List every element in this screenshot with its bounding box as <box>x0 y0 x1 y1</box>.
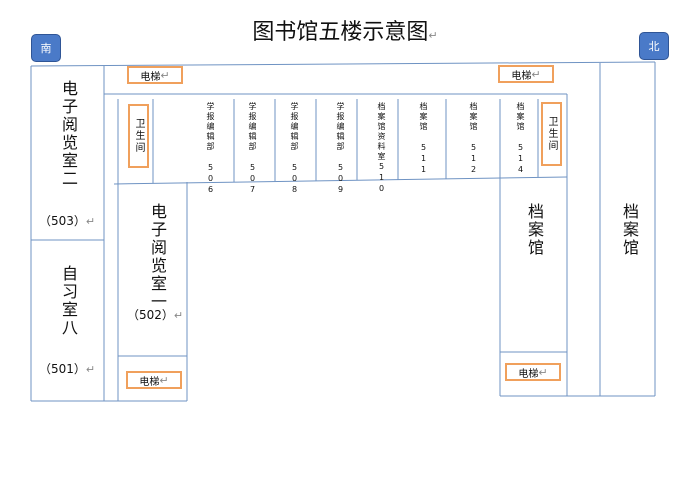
room-number-503: （503）↵ <box>39 214 96 228</box>
room-archive-a: 档案馆 <box>525 203 544 257</box>
elevator-bottom-left: 电梯↵ <box>126 371 182 389</box>
room-number-502: （502）↵ <box>127 308 184 322</box>
corridor-room: 档案馆 514 <box>516 102 525 176</box>
elevator-bottom-right: 电梯↵ <box>505 363 561 381</box>
elevator-label: 电梯 <box>518 368 539 380</box>
room-study-8: 自习室八 <box>59 265 78 337</box>
elevator-label: 电梯 <box>140 71 161 83</box>
south-label: 南 <box>40 42 52 55</box>
elevator-top-left: 电梯↵ <box>127 66 183 84</box>
north-label: 北 <box>648 40 660 53</box>
corridor-room: 学报编辑部 506 <box>206 102 215 196</box>
north-badge: 北 <box>639 32 669 60</box>
restroom-right: 卫生间 <box>541 102 562 166</box>
elevator-label: 电梯 <box>139 376 160 388</box>
corridor-room: 学报编辑部 509 <box>336 102 345 196</box>
elevator-top-right: 电梯↵ <box>498 65 554 83</box>
corridor-room: 学报编辑部 507 <box>248 102 257 196</box>
page-title: 图书馆五楼示意图↵ <box>0 14 690 46</box>
restroom-label: 卫生间 <box>133 118 144 154</box>
room-e-reading-1: 电子阅览室一 <box>148 203 167 311</box>
restroom-left: 卫生间 <box>128 104 149 168</box>
title-text: 图书馆五楼示意图 <box>252 20 429 45</box>
room-e-reading-2: 电子阅览室二 <box>59 80 78 188</box>
corridor-room: 档案馆 512 <box>469 102 478 176</box>
room-number-501: （501）↵ <box>39 362 96 376</box>
corridor-room: 档案馆 511 <box>419 102 428 176</box>
restroom-label: 卫生间 <box>546 116 557 152</box>
return-mark: ↵ <box>428 29 438 42</box>
corridor-room: 档案馆资料室510 <box>377 102 386 195</box>
corridor-room: 学报编辑部 508 <box>290 102 299 196</box>
elevator-label: 电梯 <box>511 70 532 82</box>
room-archive-b: 档案馆 <box>620 203 639 257</box>
south-badge: 南 <box>31 34 61 62</box>
